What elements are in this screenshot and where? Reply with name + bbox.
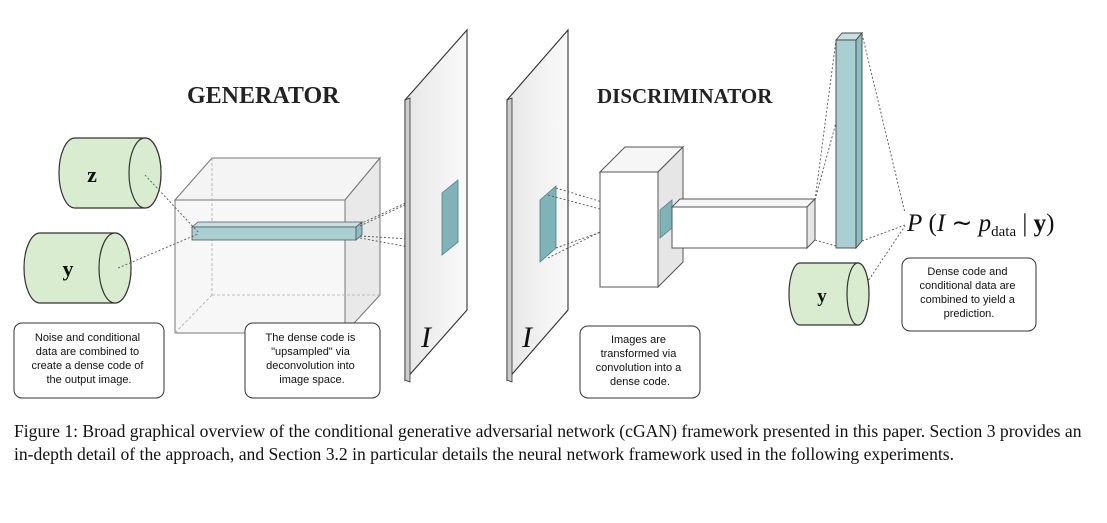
note-upsample-line-2: "upsampled" via	[271, 346, 351, 358]
image-panel-discriminator: I	[506, 28, 569, 383]
note-convolve: Images are transformed via convolution i…	[579, 325, 701, 399]
z-label: z	[87, 162, 97, 187]
note-convolve-line-4: dense code.	[610, 376, 670, 388]
note-predict-line-1: Dense code and	[927, 266, 1007, 278]
note-upsample-line-4: image space.	[279, 374, 344, 386]
dense-code-bar	[190, 221, 364, 241]
discriminator-box	[598, 145, 685, 289]
note-predict: Dense code and conditional data are comb…	[901, 257, 1037, 332]
output-bar	[835, 31, 863, 250]
note-noise-line-1: Noise and conditional	[35, 332, 140, 344]
output-formula: P (I ∼ pdata | y)	[906, 210, 1054, 240]
discriminator-heading-text: DISCRIMINATOR	[597, 84, 773, 108]
generator-box	[173, 156, 382, 335]
image-label-generated: I	[420, 321, 433, 354]
note-upsample: The dense code is "upsampled" via deconv…	[244, 322, 381, 399]
note-upsample-line-1: The dense code is	[266, 332, 356, 344]
note-convolve-line-3: convolution into a	[596, 362, 682, 374]
note-predict-line-2: conditional data are	[919, 280, 1015, 292]
cylinder-y-discriminator: y	[788, 262, 870, 326]
note-convolve-line-1: Images are	[611, 334, 666, 346]
note-predict-line-4: prediction.	[944, 308, 995, 320]
svg-text:Dense code and condition: Dense code and conditional data are comb…	[919, 266, 1018, 320]
output-connectors	[861, 33, 906, 291]
y-disc-label: y	[817, 286, 827, 307]
note-noise-line-2: data are combined to	[36, 346, 139, 358]
note-noise-line-4: the output image.	[46, 374, 131, 386]
input-connectors	[117, 174, 199, 269]
y-label: y	[63, 256, 74, 281]
generator-heading: GENERATOR	[187, 83, 340, 109]
note-upsample-line-3: deconvolution into	[266, 360, 355, 372]
cylinder-y: y	[23, 232, 132, 304]
dense-layer	[670, 197, 817, 250]
svg-text:Noise and conditional da: Noise and conditional data are combined …	[32, 332, 147, 386]
note-convolve-line-2: transformed via	[601, 348, 678, 360]
note-noise: Noise and conditional data are combined …	[13, 322, 165, 399]
cylinder-z: z	[58, 137, 162, 209]
image-panel-generated: I	[404, 28, 468, 383]
svg-text:Images are transformed v: Images are transformed via convolution i…	[596, 334, 685, 388]
generator-heading-first: GENERATOR	[187, 83, 340, 109]
image-label-discriminator: I	[521, 321, 534, 354]
cgan-diagram: GENERATOR DISCRIMINATOR z y	[13, 28, 1054, 399]
note-predict-line-3: combined to yield a	[920, 294, 1016, 306]
figure-caption: Figure 1: Broad graphical overview of th…	[14, 421, 1082, 464]
discriminator-heading: DISCRIMINATOR	[597, 84, 773, 108]
svg-text:The dense code is "upsam: The dense code is "upsampled" via deconv…	[266, 332, 359, 386]
note-noise-line-3: create a dense code of	[32, 360, 145, 372]
